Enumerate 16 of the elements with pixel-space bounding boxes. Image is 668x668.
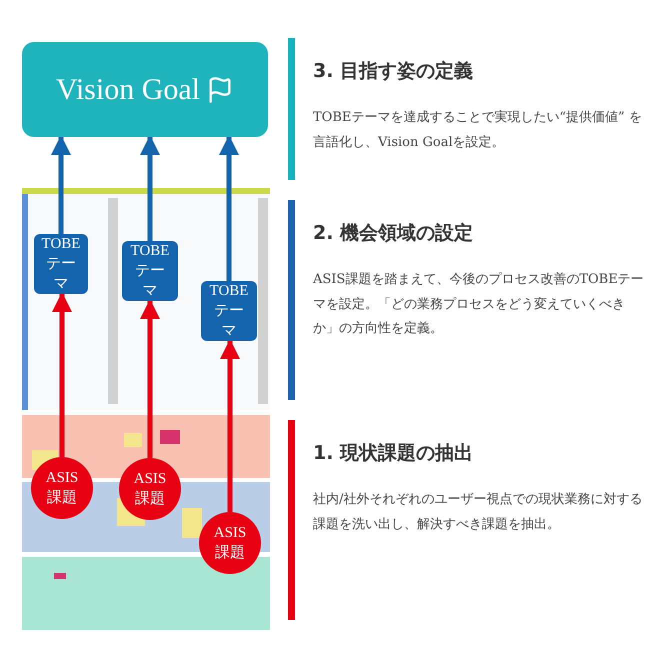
goal-label: Vision Goal	[56, 72, 200, 106]
theme-box: TOBE テーマ	[34, 234, 88, 294]
step-description: TOBEテーマを達成することで実現したい“提供価値” を言語化し、Vision Goalを設定。	[313, 109, 643, 152]
step-description: 社内/社外それぞれのユーザー視点での現状業務に対する課題を洗い出し、解決すべき課題を抽出。	[313, 491, 644, 534]
goal-box	[22, 42, 268, 137]
theme-box: TOBE テーマ	[201, 281, 257, 341]
theme-box: TOBE テーマ	[122, 241, 178, 301]
arrow	[219, 135, 239, 281]
step-heading: 2. 機会領域の設定	[313, 221, 474, 246]
arrow	[220, 339, 240, 512]
step-heading: 1. 現状課題の抽出	[313, 441, 474, 466]
arrow	[51, 135, 71, 234]
step-description: ASIS課題を踏まえて、今後のプロセス改善のTOBEテーマを設定。「どの業務プロセスをどう変えていくべきか」の方向性を定義。	[313, 271, 645, 338]
step-heading: 3. 目指す姿の定義	[313, 59, 474, 84]
arrow	[140, 135, 160, 241]
arrow	[52, 292, 72, 457]
